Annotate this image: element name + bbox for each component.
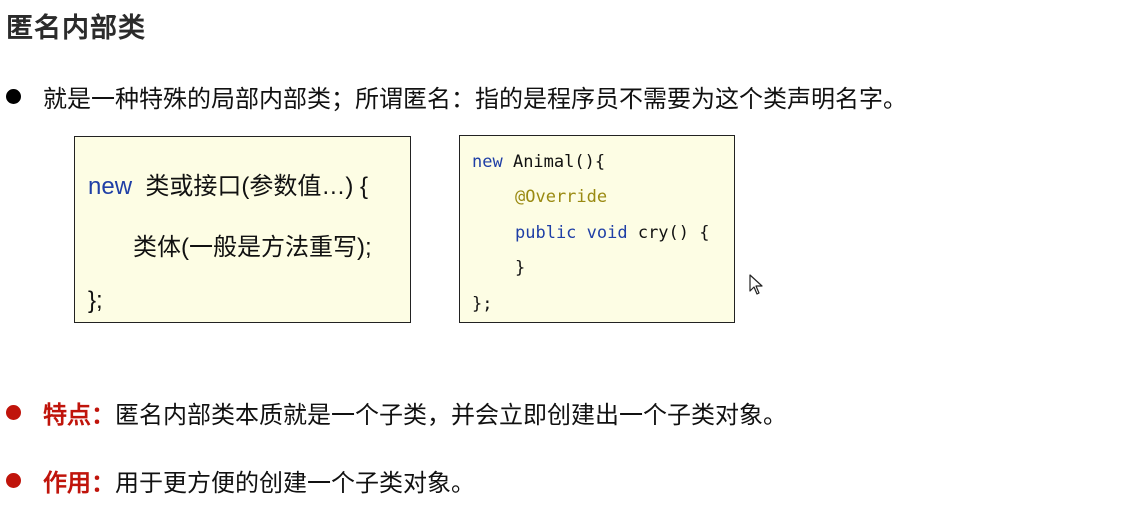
mouse-pointer-icon bbox=[749, 274, 763, 295]
code-line-3-rest: cry() { bbox=[627, 223, 710, 243]
syntax-box: new 类或接口(参数值…) { 类体(一般是方法重写); }; bbox=[74, 136, 411, 323]
intro-bullet: 就是一种特殊的局部内部类；所谓匿名：指的是程序员不需要为这个类声明名字。 bbox=[6, 78, 907, 114]
code-keyword-new: new bbox=[472, 152, 503, 172]
syntax-line-3: }; bbox=[88, 287, 103, 314]
bullet-dot-icon bbox=[6, 472, 21, 488]
bullet-dot-icon bbox=[6, 404, 21, 420]
code-line-4: } bbox=[515, 258, 526, 278]
syntax-line-1-rest: 类或接口(参数值…) { bbox=[145, 173, 369, 200]
code-line-3: public void cry() { bbox=[515, 223, 709, 243]
code-annotation: @Override bbox=[515, 187, 608, 207]
syntax-keyword-new: new bbox=[88, 173, 133, 200]
usage-text: 用于更方便的创建一个子类对象。 bbox=[115, 468, 475, 497]
syntax-line-2: 类体(一般是方法重写); bbox=[133, 234, 372, 261]
page-title: 匿名内部类 bbox=[6, 13, 146, 44]
example-code-box: new Animal(){ @Override public void cry(… bbox=[459, 135, 735, 323]
intro-text: 就是一种特殊的局部内部类；所谓匿名：指的是程序员不需要为这个类声明名字。 bbox=[43, 84, 907, 113]
usage-label: 作用： bbox=[43, 468, 115, 497]
feature-text: 匿名内部类本质就是一个子类，并会立即创建出一个子类对象。 bbox=[115, 400, 787, 429]
syntax-line-1: new 类或接口(参数值…) { bbox=[88, 166, 368, 201]
code-keyword-public-void: public void bbox=[515, 223, 628, 243]
code-line-5: }; bbox=[472, 294, 493, 314]
feature-bullet: 特点： 匿名内部类本质就是一个子类，并会立即创建出一个子类对象。 bbox=[6, 394, 787, 430]
code-line-1-rest: Animal(){ bbox=[502, 152, 606, 172]
code-line-1: new Animal(){ bbox=[472, 152, 605, 172]
bullet-dot-icon bbox=[6, 88, 21, 104]
feature-label: 特点： bbox=[43, 400, 115, 429]
usage-bullet: 作用： 用于更方便的创建一个子类对象。 bbox=[6, 462, 475, 498]
